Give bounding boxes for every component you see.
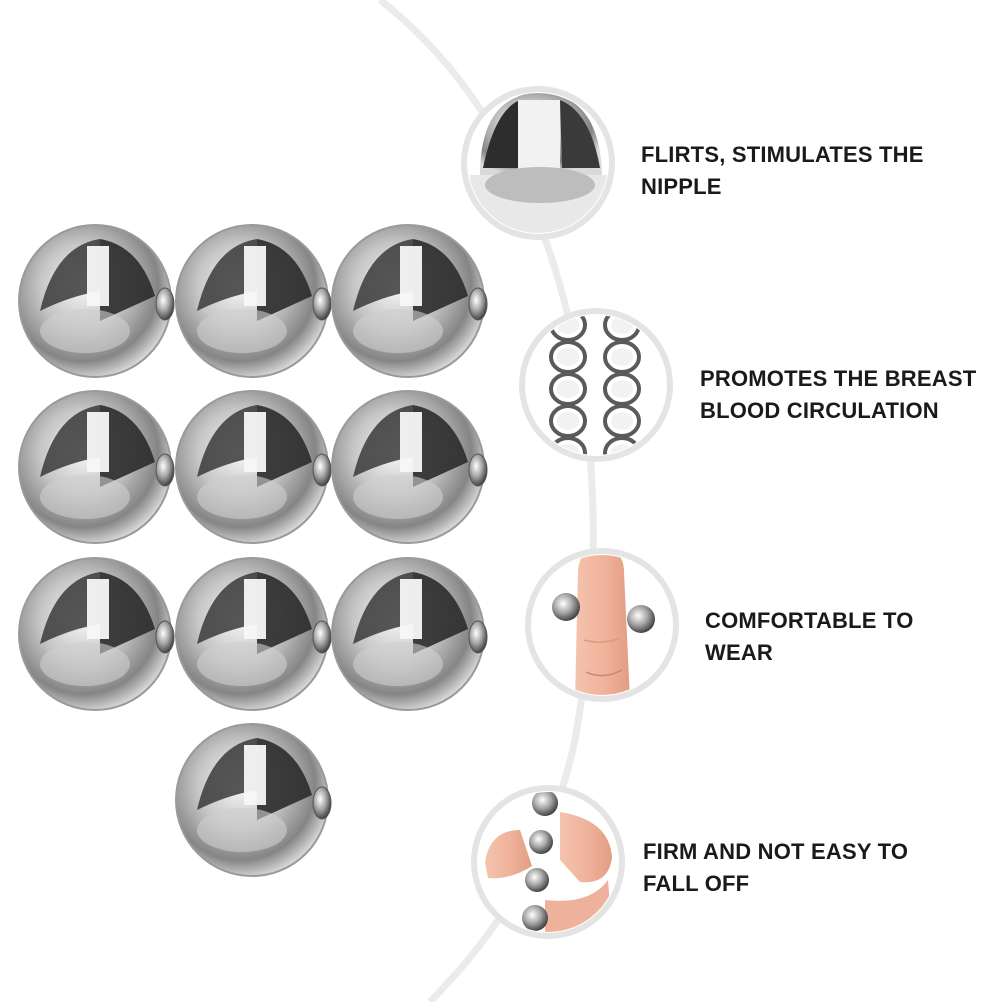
- steel-ball: [331, 224, 488, 378]
- steel-ball: [18, 557, 175, 711]
- metal-ball-closeup-icon: [461, 86, 615, 240]
- ball-grid: [18, 224, 488, 877]
- steel-ball: [18, 390, 175, 544]
- bead-chain-icon: [519, 308, 673, 462]
- feature-text-firm: FIRM AND NOT EASY TO FALL OFF: [643, 839, 909, 896]
- steel-ball: [331, 390, 488, 544]
- finger-clamp-icon: [525, 548, 679, 702]
- feature-text-circulation: PROMOTES THE BREAST BLOOD CIRCULATION: [700, 366, 977, 423]
- steel-ball: [331, 557, 488, 711]
- feature-text-flirts: FLIRTS, STIMULATES THE NIPPLE: [641, 142, 924, 199]
- steel-ball: [175, 224, 332, 378]
- pinched-ring-icon: [471, 785, 625, 939]
- steel-ball: [175, 723, 332, 877]
- feature-text-comfortable: COMFORTABLE TO WEAR: [705, 608, 914, 665]
- steel-ball: [175, 390, 332, 544]
- steel-ball: [18, 224, 175, 378]
- steel-ball: [175, 557, 332, 711]
